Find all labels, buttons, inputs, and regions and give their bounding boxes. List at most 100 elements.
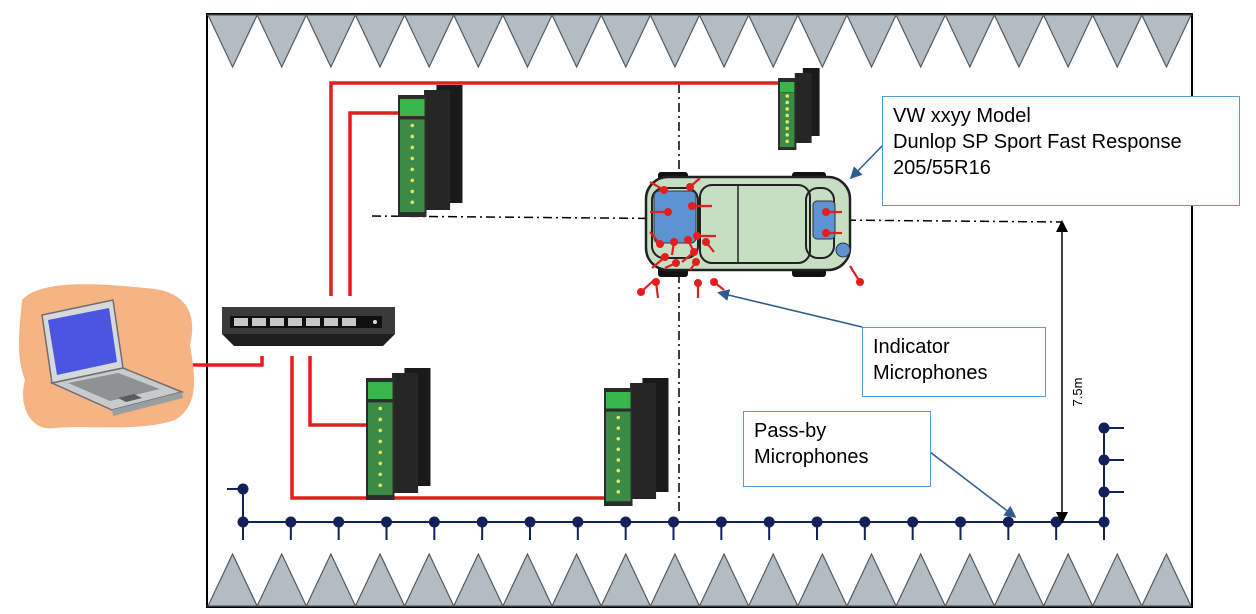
microphone-icon (822, 208, 842, 216)
microphone-icon (237, 516, 249, 540)
microphone-icon (333, 516, 345, 540)
vehicle-callout-arrow (849, 145, 883, 180)
acoustic-wedge (895, 552, 947, 607)
daq-module-icon (366, 368, 431, 500)
microphone-icon (664, 259, 680, 270)
microphone-icon (651, 253, 669, 269)
acoustic-wedge (501, 552, 553, 607)
indicator-microphones-group (637, 177, 864, 299)
acoustic-wedge (944, 14, 996, 69)
acoustic-wedge (747, 552, 799, 607)
microphone-icon (822, 229, 842, 237)
passby-microphones-callout: Pass-by Microphones (743, 411, 931, 487)
microphone-icon (652, 278, 660, 299)
acoustic-wedge (600, 14, 652, 69)
acoustic-wedge (796, 14, 848, 69)
microphone-icon (686, 177, 701, 191)
acoustic-wedge (993, 552, 1045, 607)
microphone-icon (381, 516, 392, 540)
acoustic-wedge (403, 552, 455, 607)
microphone-icon (620, 516, 632, 540)
acoustic-wedge (452, 14, 504, 69)
acoustic-wedge (501, 14, 553, 69)
acoustic-wedge (551, 14, 603, 69)
vehicle-model-label: VW xxyy Model (893, 105, 1031, 127)
acoustic-wedge (256, 14, 308, 69)
acoustic-wedge (403, 14, 455, 69)
passby-microphone-array (227, 422, 1124, 540)
acoustic-wedge (846, 552, 898, 607)
microphone-icon (1098, 454, 1124, 466)
laptop-icon (18, 284, 195, 429)
vehicle-info-callout: VW xxyy Model Dunlop SP Sport Fast Respo… (882, 96, 1240, 206)
acoustic-wedge (698, 552, 750, 607)
microphone-icon (668, 516, 679, 540)
microphone-icon (670, 238, 678, 256)
acoustic-wedge (1140, 14, 1192, 69)
passby-callout-arrow (929, 451, 1017, 518)
microphone-icon (688, 202, 712, 210)
daq-module-icon (604, 378, 669, 506)
microphone-icon (710, 278, 725, 291)
microphone-icon (694, 279, 702, 298)
indicator-callout-arrow (717, 289, 863, 328)
indicator-label-line2: Microphones (873, 362, 988, 384)
acoustic-wedge (895, 14, 947, 69)
acoustic-wedges-bottom (207, 552, 1192, 607)
microphone-icon (572, 516, 584, 540)
indicator-label-line1: Indicator (873, 336, 950, 358)
acoustic-wedge (1091, 552, 1143, 607)
microphone-icon (849, 265, 864, 286)
microphone-icon (859, 516, 871, 540)
car-topview-icon (644, 172, 852, 277)
acoustic-wedge (256, 552, 308, 607)
microphone-icon (715, 516, 727, 540)
acoustic-wedge (944, 552, 996, 607)
acoustic-wedge (1042, 14, 1094, 69)
daq-modules (366, 68, 820, 506)
acoustic-wedge (354, 552, 406, 607)
microphone-icon (907, 516, 919, 540)
acoustic-wedge (993, 14, 1045, 69)
microphone-icon (428, 516, 440, 540)
acoustic-wedge (649, 14, 701, 69)
acoustic-wedge (452, 552, 504, 607)
acoustic-wedge (207, 552, 259, 607)
passby-label-line1: Pass-by (754, 420, 827, 442)
acoustic-wedge (1042, 552, 1094, 607)
acoustic-wedge (354, 14, 406, 69)
microphone-icon (1098, 422, 1124, 434)
acoustic-wedge (600, 552, 652, 607)
microphone-icon (649, 231, 664, 248)
acoustic-wedge (796, 552, 848, 607)
microphone-icon (524, 516, 536, 540)
microphone-icon (689, 258, 700, 271)
acoustic-wedges-top (207, 14, 1192, 69)
acoustic-wedge (305, 14, 357, 69)
tire-name-label: Dunlop SP Sport Fast Response (893, 131, 1182, 153)
microphone-icon (693, 232, 716, 240)
microphone-icon (1098, 516, 1110, 540)
acoustic-wedge (1091, 14, 1143, 69)
microphone-icon (650, 208, 672, 216)
acoustic-wedge (305, 552, 357, 607)
distance-label: 7.5m (1070, 378, 1085, 407)
microphone-icon (763, 516, 775, 540)
acoustic-wedge (551, 552, 603, 607)
acoustic-wedge (846, 14, 898, 69)
daq-module-icon (778, 68, 820, 150)
acoustic-wedge (649, 552, 701, 607)
microphone-icon (955, 516, 966, 540)
microphone-icon (1098, 486, 1124, 498)
microphone-icon (476, 516, 488, 540)
microphone-icon (681, 248, 698, 263)
microphone-icon (649, 181, 668, 194)
passby-label-line2: Microphones (754, 446, 869, 468)
microphone-icon (285, 516, 297, 540)
acoustic-wedge (698, 14, 750, 69)
network-switch-icon (213, 296, 403, 356)
indicator-microphones-callout: Indicator Microphones (862, 327, 1046, 397)
microphone-icon (237, 483, 249, 495)
microphone-icon (1002, 516, 1014, 540)
